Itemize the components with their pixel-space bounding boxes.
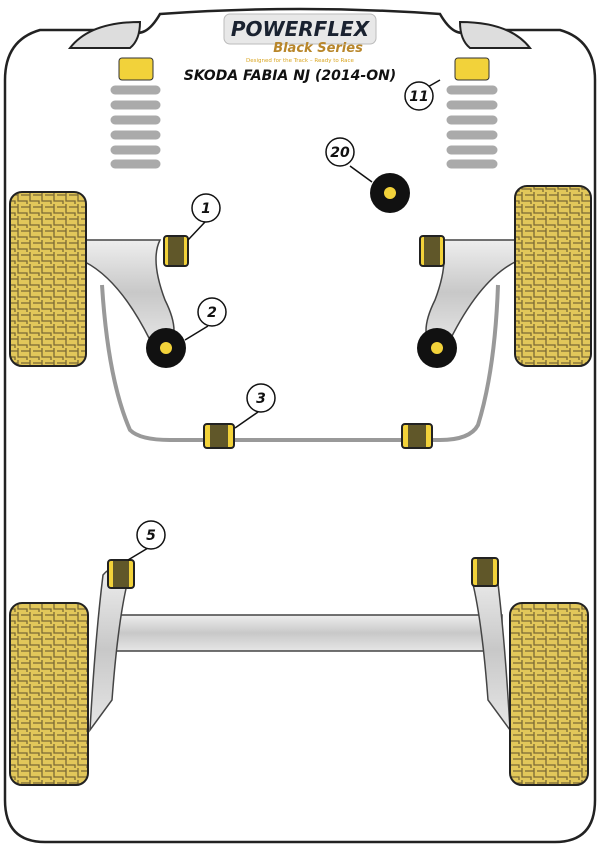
bushing-3-right <box>401 423 433 449</box>
label-circle-11 <box>404 81 434 111</box>
part-label-3: 3 <box>256 391 266 407</box>
bushing-5-left <box>107 559 135 589</box>
svg-text:Black Series: Black Series <box>273 41 363 56</box>
front-right-wheel <box>514 185 592 367</box>
label-circle-20 <box>325 137 355 167</box>
part-label-20: 20 <box>330 145 350 161</box>
powerflex-logo: POWERFLEX Black Series Designed for the … <box>223 13 377 64</box>
bushing-1-left <box>163 235 189 267</box>
svg-text:Designed for the Track – Ready: Designed for the Track – Ready to Race <box>246 58 355 64</box>
part-label-2: 2 <box>207 305 217 321</box>
label-circle-3 <box>246 383 276 413</box>
part-label-11: 11 <box>409 89 428 105</box>
bushing-3-left <box>203 423 235 449</box>
front-left-wheel <box>9 191 87 367</box>
label-circle-1 <box>191 193 221 223</box>
front-left-corner-shade <box>67 20 142 49</box>
left-spring <box>110 57 161 169</box>
part-label-1: 1 <box>201 201 211 217</box>
svg-text:POWERFLEX: POWERFLEX <box>231 17 371 41</box>
rear-right-wheel <box>509 602 589 786</box>
bushing-1-right <box>419 235 445 267</box>
right-spring <box>446 57 498 169</box>
rear-axle-beam <box>109 614 503 652</box>
label-circle-5 <box>136 520 166 550</box>
part-label-5: 5 <box>146 528 156 544</box>
rear-left-wheel <box>9 602 89 786</box>
anti-roll-bar <box>100 284 500 442</box>
bushing-5-right <box>471 557 499 587</box>
vehicle-title: SKODA FABIA NJ (2014-ON) <box>184 68 396 84</box>
front-right-corner-shade <box>458 20 533 49</box>
label-circle-2 <box>197 297 227 327</box>
